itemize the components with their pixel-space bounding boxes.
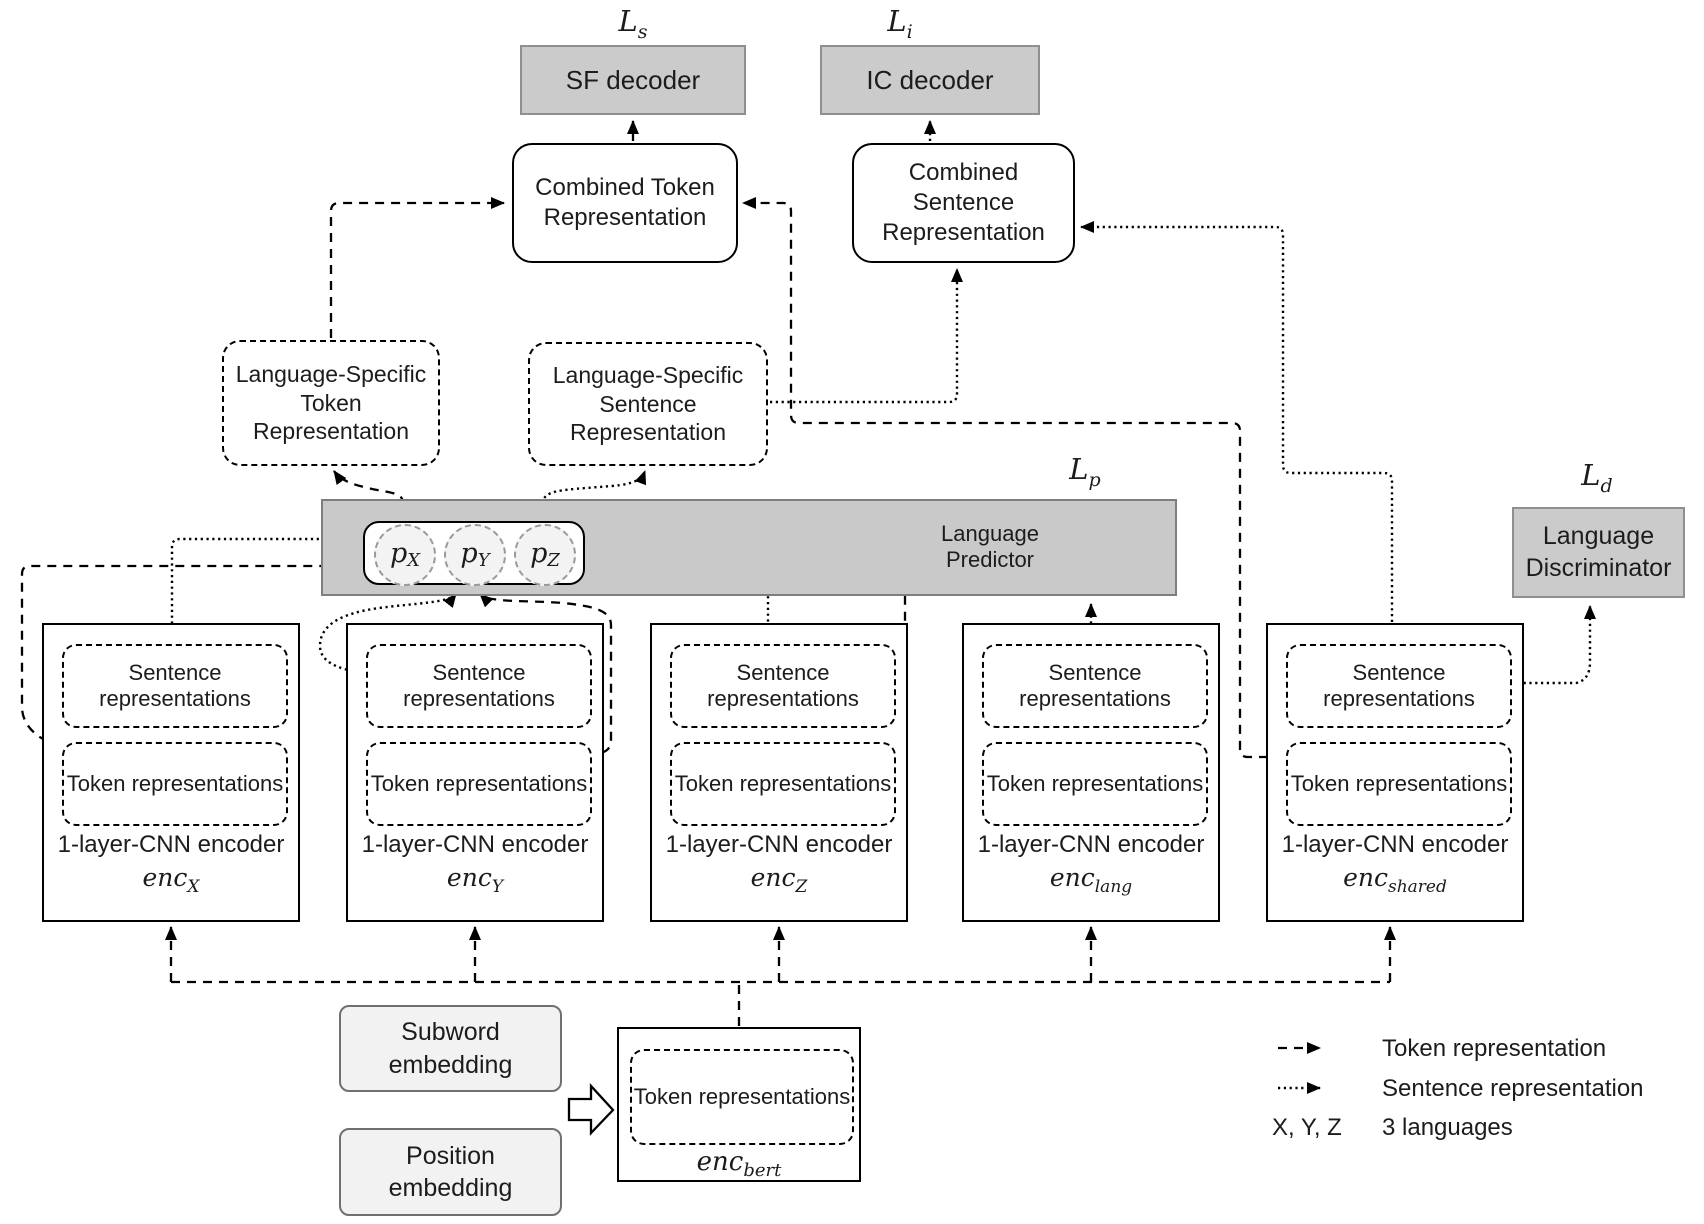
encoder-name: encshared [1343, 863, 1447, 897]
legend-xyz-symbol: X, Y, Z [1272, 1114, 1342, 1141]
encoder-title: 1-layer-CNN encoder [977, 831, 1205, 858]
language-specific-token-representation-label: Language-Specific Token Representation [235, 360, 427, 445]
encoder-title: 1-layer-CNN encoder [57, 831, 285, 858]
encoder-title: 1-layer-CNN encoder [361, 831, 589, 858]
arrow-lang-specific-token-to-combined-token [329, 197, 505, 338]
arrow-predictor-to-lang-specific-token [333, 470, 405, 521]
encoder-title: 1-layer-CNN encoder [665, 831, 893, 858]
loss-ld-label: Ld [1581, 458, 1613, 497]
subword-embedding-box: Subword embedding [339, 1005, 562, 1092]
combined-sentence-representation-label: Combined Sentence Representation [882, 159, 1045, 246]
legend-sentence-representation: Sentence representation [1382, 1075, 1644, 1102]
sentence-representations-box: Sentence representations [670, 644, 896, 728]
loss-ls-label: Ls [618, 4, 648, 43]
ic-decoder-label: IC decoder [866, 64, 994, 95]
encoder-bert: Token representations encbert [617, 1027, 861, 1182]
arrow-shared-sentence-to-combined-sentence [1080, 221, 1394, 622]
encoder-name: encZ [750, 863, 808, 897]
token-representations-box: Token representations [366, 742, 592, 826]
sf-decoder-label: SF decoder [565, 64, 701, 95]
legend-token-representation: Token representation [1382, 1035, 1607, 1062]
loss-lp-label: Lp [1069, 452, 1101, 491]
block-arrow-icon [567, 1083, 615, 1136]
encoder-y: Sentence representations Token represent… [346, 623, 604, 922]
encoder-name: encX [142, 863, 200, 897]
encoder-name: encY [446, 863, 504, 897]
position-embedding-box: Position embedding [339, 1128, 562, 1216]
language-discriminator-label: Language Discriminator [1525, 522, 1672, 582]
token-representations-box: Token representations [62, 742, 288, 826]
encoder-z: Sentence representations Token represent… [650, 623, 908, 922]
position-embedding-label: Position embedding [388, 1141, 513, 1203]
encoder-x: Sentence representations Token represent… [42, 623, 300, 922]
language-specific-sentence-representation-label: Language-Specific Sentence Representatio… [552, 361, 744, 446]
sf-decoder-box: SF decoder [520, 45, 746, 115]
language-predictor-label: Language Predictor [925, 516, 1055, 578]
combined-token-representation-box: Combined Token Representation [512, 143, 738, 263]
combined-sentence-representation-box: Combined Sentence Representation [852, 143, 1075, 263]
predictor-probability-box: pX pY pZ [363, 521, 585, 586]
token-representations-box: Token representations [982, 742, 1208, 826]
encoder-name: enclang [1049, 863, 1133, 897]
arrow-encx-sentence-to-predictor [170, 533, 358, 641]
token-representations-box: Token representations [670, 742, 896, 826]
prob-px-circle: pX [374, 524, 436, 586]
combined-token-representation-label: Combined Token Representation [535, 174, 715, 231]
prob-pz-circle: pZ [514, 524, 576, 586]
arrow-encshared-to-language-discriminator [1512, 605, 1596, 685]
encoder-title: 1-layer-CNN encoder [1281, 831, 1509, 858]
token-representations-box: Token representations [1286, 742, 1512, 826]
arrow-ency-token-to-predictor [479, 593, 613, 755]
language-predictor-text: Language Predictor [941, 520, 1039, 572]
sentence-representations-box: Sentence representations [1286, 644, 1512, 728]
arrow-shared-token-to-combined-token [742, 197, 1284, 759]
arrow-lang-specific-sentence-to-combined-sentence [770, 268, 963, 404]
sentence-representations-box: Sentence representations [62, 644, 288, 728]
encoder-bert-name: encbert [696, 1147, 782, 1182]
token-representations-box: Token representations [630, 1049, 854, 1145]
arrow-predictor-to-lang-specific-sentence [541, 470, 647, 521]
subword-embedding-label: Subword embedding [388, 1018, 513, 1079]
language-specific-token-representation-box: Language-Specific Token Representation [222, 340, 440, 466]
ic-decoder-box: IC decoder [820, 45, 1040, 115]
language-discriminator-box: Language Discriminator [1512, 507, 1685, 598]
sentence-representations-box: Sentence representations [982, 644, 1208, 728]
prob-py-circle: pY [444, 524, 506, 586]
sentence-representations-box: Sentence representations [366, 644, 592, 728]
legend-3-languages: 3 languages [1382, 1114, 1513, 1141]
encoder-shared: Sentence representations Token represent… [1266, 623, 1524, 922]
language-specific-sentence-representation-box: Language-Specific Sentence Representatio… [528, 342, 768, 466]
loss-li-label: Li [887, 4, 913, 43]
encoder-lang: Sentence representations Token represent… [962, 623, 1220, 922]
